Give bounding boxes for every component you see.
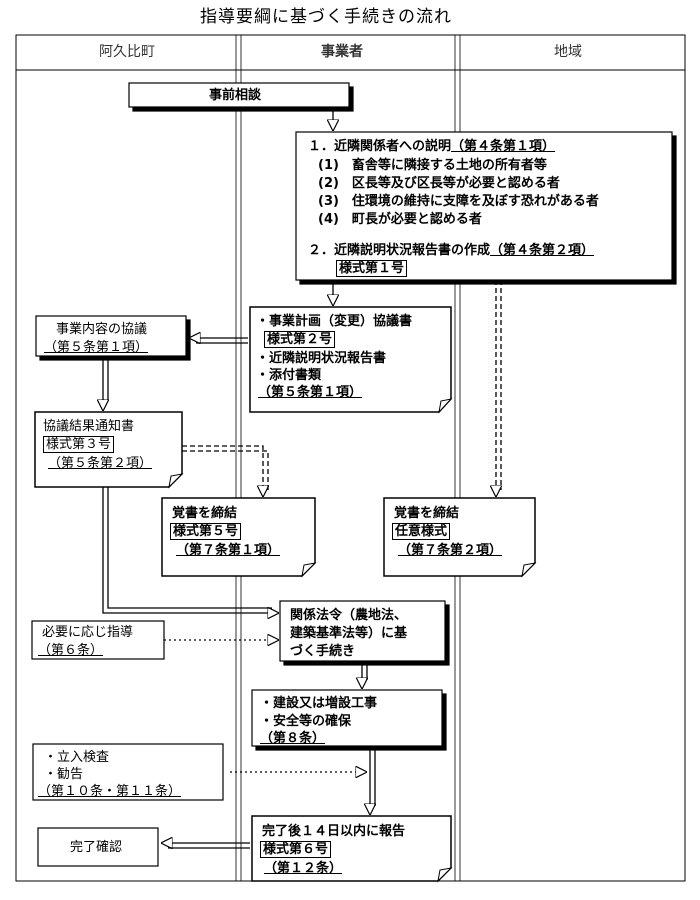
result-notice-ref: （第５条第２項）: [48, 456, 153, 471]
result-notice-label: 協議結果通知書: [43, 419, 135, 434]
memo-town-form: 様式第５号: [170, 523, 242, 540]
explanation-box: [295, 131, 673, 281]
explanation-item-2: (2) 区長等及び区長等が必要と認める者: [318, 176, 560, 191]
documents-ref: （第５条第１項）: [258, 385, 363, 400]
consultation-ref: （第５条第１項）: [44, 340, 149, 355]
report-form: 様式第６号: [260, 841, 332, 858]
inspection-ref: （第１０条・第１１条）: [38, 784, 182, 799]
documents-line-2: ・近隣説明状況報告書: [256, 351, 387, 366]
documents-line-3: ・添付書類: [256, 368, 322, 383]
documents-line-1: ・事業計画（変更）協議書: [256, 314, 413, 329]
guidance-box: [31, 620, 165, 660]
inspection-box: [32, 743, 224, 801]
column-header-area: 地域: [554, 44, 582, 60]
consultation-box: [35, 315, 187, 357]
construction-ref: （第８条）: [260, 731, 326, 746]
related-laws-line-1: 関係法令（農地法、: [290, 608, 408, 623]
column-header-business: 事業者: [321, 44, 363, 60]
construction-line-2: ・安全等の確保: [260, 714, 352, 729]
guidance-ref: （第６条）: [38, 643, 104, 658]
form-1-label: 様式第１号: [336, 260, 408, 277]
column-header-town: 阿久比町: [99, 44, 155, 60]
memo-town-ref: （第７条第１項）: [176, 543, 281, 558]
memo-area-label: 覚書を締結: [394, 506, 460, 521]
guidance-label: 必要に応じ指導: [42, 625, 134, 640]
explanation-item-1: (1) 畜舎等に隣接する土地の所有者等: [318, 158, 547, 173]
arrow-result-to-memo-town: [182, 445, 263, 496]
explanation-heading: １．近隣関係者への説明（第４条第１項）: [308, 139, 556, 154]
completion-check-box: [37, 827, 159, 867]
explanation-item-4: (4) 町長が必要と認める者: [318, 212, 482, 227]
page-title: 指導要綱に基づく手続きの流れ: [200, 7, 452, 27]
report-heading: ２．近隣説明状況報告書の作成（第４条第２項）: [308, 243, 595, 258]
arrow-result-to-related-laws: [102, 487, 278, 613]
memo-town-label: 覚書を締結: [172, 506, 238, 521]
construction-box: [251, 689, 443, 747]
inspection-line-2: ・勧告: [44, 767, 84, 782]
memo-area-form: 任意様式: [392, 523, 451, 540]
memo-area-ref: （第７条第２項）: [398, 543, 503, 558]
pre-consultation-box: [128, 82, 350, 108]
report-ref: （第１２条）: [264, 861, 343, 876]
completion-check-label: 完了確認: [70, 840, 123, 855]
result-notice-form: 様式第３号: [43, 436, 115, 453]
consultation-label: 事業内容の協議: [56, 322, 148, 337]
construction-line-1: ・建設又は増設工事: [260, 696, 378, 711]
related-laws-box: [279, 600, 446, 662]
related-laws-line-3: づく手続き: [290, 644, 356, 659]
inspection-line-1: ・立入検査: [44, 750, 110, 765]
pre-consultation-label: 事前相談: [209, 88, 262, 103]
report-label: 完了後１４日以内に報告: [262, 824, 406, 839]
documents-form: 様式第２号: [264, 331, 336, 348]
explanation-item-3: (3) 住環境の維持に支障を及ぼす恐れがある者: [318, 194, 599, 209]
related-laws-line-2: 建築基準法等）に基: [290, 626, 408, 641]
